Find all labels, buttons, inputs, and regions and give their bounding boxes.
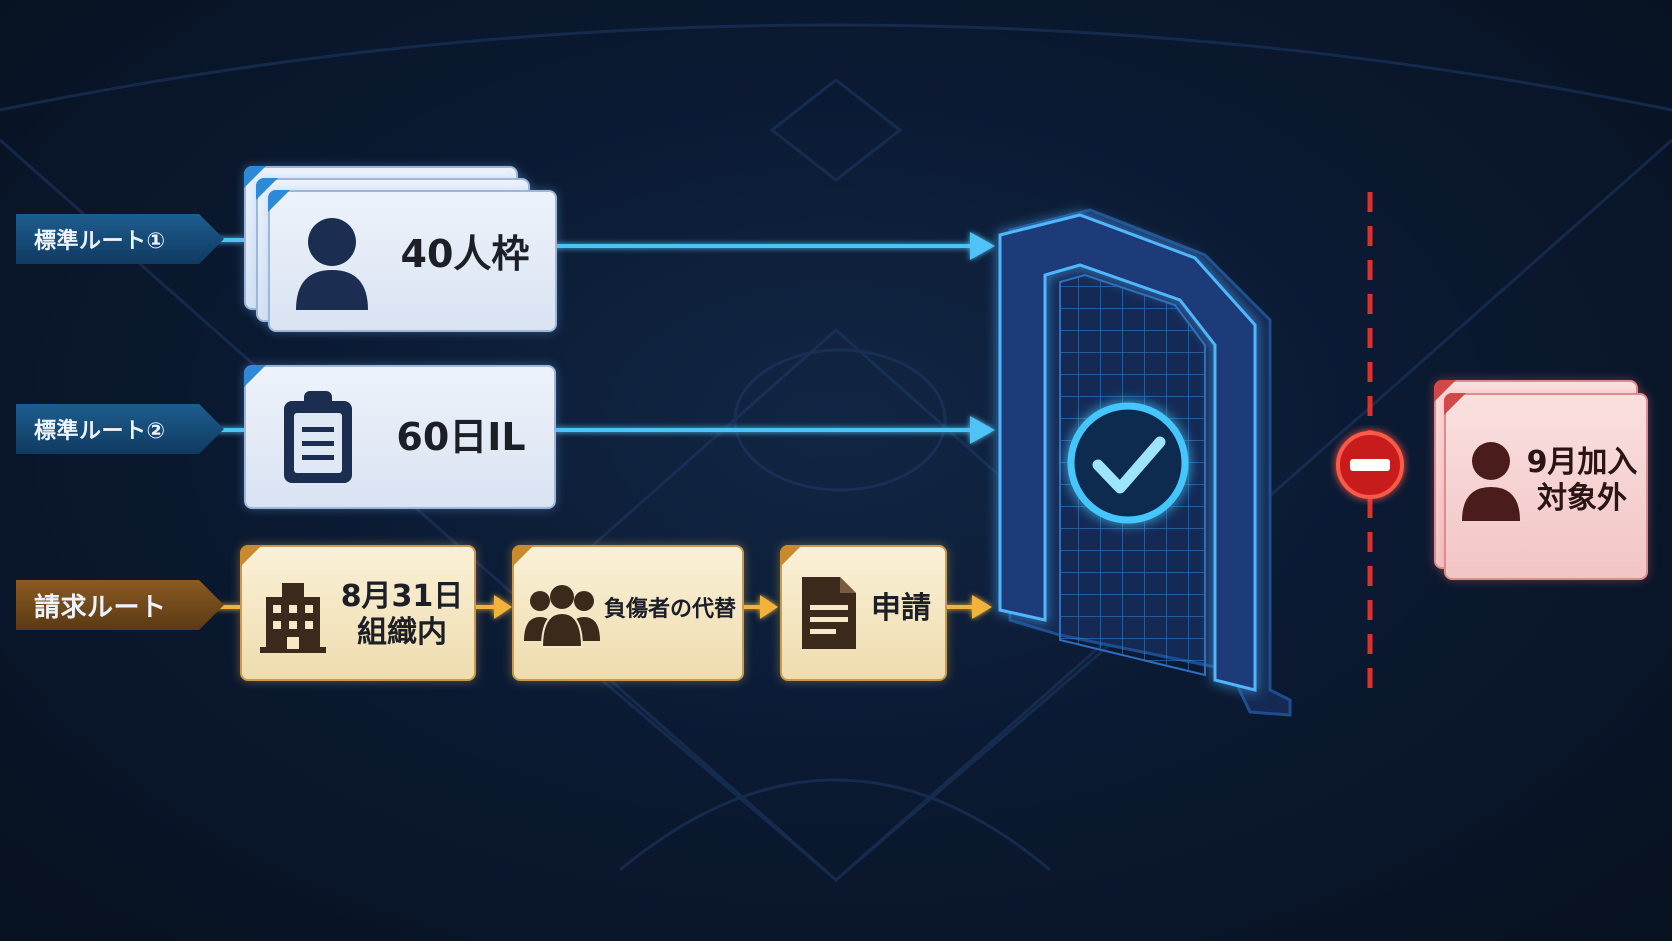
- clipboard-icon: [284, 391, 352, 483]
- route-label-text: 請求ルート: [34, 592, 167, 623]
- step-text: 8月31日 組織内: [338, 579, 466, 651]
- card-text: 9月加入 対象外: [1526, 445, 1638, 517]
- excluded-line1: 9月加入: [1526, 445, 1638, 480]
- group-icon: [524, 585, 600, 648]
- step-injury-replacement: 負傷者の代替: [512, 545, 744, 681]
- person-icon: [296, 218, 368, 310]
- step-text-line2: 組織内: [357, 615, 447, 650]
- route-label-standard-1: 標準ルート①: [16, 214, 224, 264]
- card-september-excluded: 9月加入 対象外: [1444, 393, 1648, 580]
- route-label-text: 標準ルート①: [34, 229, 166, 254]
- step-text: 負傷者の代替: [603, 597, 736, 622]
- card-60-day-il: 60日IL: [244, 365, 556, 509]
- route-label-standard-2: 標準ルート②: [16, 404, 224, 454]
- card-text: 60日IL: [396, 415, 526, 459]
- route-label-text: 標準ルート②: [34, 419, 166, 444]
- building-icon: [260, 583, 326, 653]
- step-text: 申請: [871, 591, 931, 626]
- route-label-claim: 請求ルート: [16, 580, 224, 630]
- step-text-line1: 8月31日: [340, 579, 464, 614]
- excluded-line2: 対象外: [1537, 481, 1627, 516]
- no-entry-icon: [1336, 431, 1404, 499]
- card-40-roster: 40人枠: [268, 190, 557, 332]
- card-text: 40人枠: [400, 232, 530, 276]
- step-application: 申請: [780, 545, 947, 681]
- document-icon: [802, 577, 856, 649]
- person-icon: [1462, 442, 1520, 521]
- checkmark-icon: [1067, 402, 1189, 524]
- step-august-31-organization: 8月31日 組織内: [240, 545, 476, 681]
